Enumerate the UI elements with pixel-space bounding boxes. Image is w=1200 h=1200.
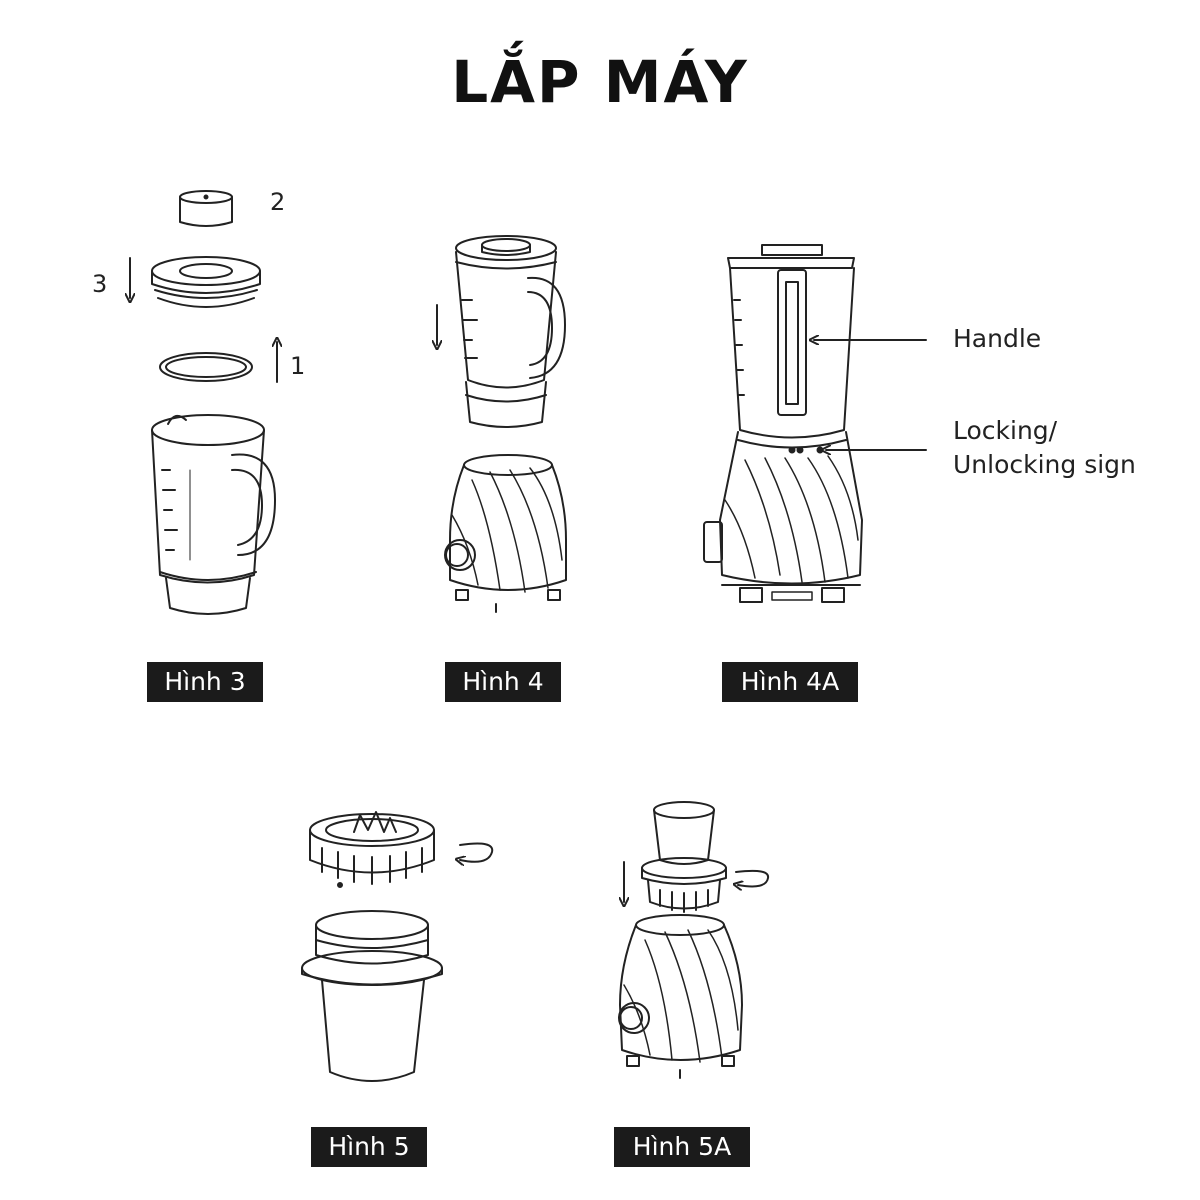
grinder-cup-inverted [654, 802, 714, 864]
fig4-drawing [437, 236, 566, 612]
locking-callout-line1: Locking/ [953, 416, 1058, 445]
grinder-blade-unit [310, 812, 434, 887]
figure-label-hinh-5a: Hình 5A [614, 1127, 750, 1167]
jar-lid [152, 257, 260, 307]
fig3-drawing [130, 191, 277, 614]
step-number-3: 3 [92, 270, 108, 298]
motor-base-5a [619, 915, 742, 1078]
fig4a-drawing [704, 245, 926, 602]
motor-base [445, 455, 566, 612]
handle-part [778, 270, 806, 415]
figure-label-hinh-4: Hình 4 [445, 662, 561, 702]
figure-label-hinh-4a: Hình 4A [722, 662, 858, 702]
locking-callout-line2: Unlocking sign [953, 450, 1136, 479]
gasket-ring [160, 353, 252, 381]
rotate-icon [736, 871, 768, 887]
step-number-2: 2 [270, 188, 286, 216]
measuring-cap [180, 191, 232, 226]
blender-jar-assembled [456, 236, 565, 427]
figure-label-hinh-5: Hình 5 [311, 1127, 427, 1167]
rotate-icon [460, 844, 492, 862]
fig5a-drawing [619, 802, 768, 1078]
grinder-blade-inverted [642, 858, 726, 912]
step-number-1: 1 [290, 352, 306, 380]
page-title: LẮP MÁY [451, 48, 749, 116]
figure-label-hinh-3: Hình 3 [147, 662, 263, 702]
blender-jar [152, 415, 275, 614]
handle-callout: Handle [953, 324, 1042, 353]
fig5-drawing [302, 812, 492, 1081]
grinder-cup [302, 911, 442, 1081]
